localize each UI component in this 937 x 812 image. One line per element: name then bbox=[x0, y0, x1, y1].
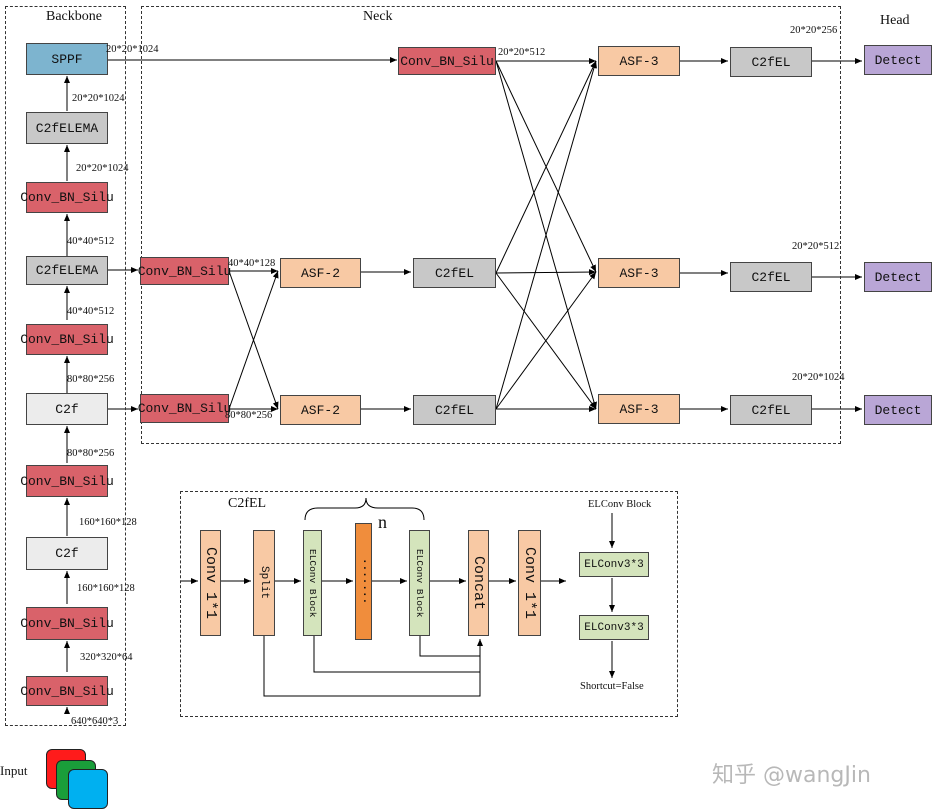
c2fel-title: C2fEL bbox=[228, 496, 267, 511]
input-image-blue-channel bbox=[68, 769, 108, 809]
elconv-block-title: ELConv Block bbox=[588, 499, 652, 510]
conv-bn-silu-block: Conv_BN_Silu bbox=[20, 324, 114, 355]
shortcut-label: Shortcut=False bbox=[580, 681, 644, 692]
c2felema-top-block: C2fELEMA bbox=[26, 112, 108, 144]
asf-3-block: ASF-3 bbox=[598, 258, 680, 288]
neck-conv-bot-block: Conv_BN_Silu bbox=[138, 394, 231, 423]
conv-1x1-label: Conv 1*1 bbox=[521, 546, 538, 619]
conv-1x1-label: Conv 1*1 bbox=[202, 546, 219, 619]
dots-label: ······· bbox=[357, 558, 370, 605]
detect-block: Detect bbox=[864, 395, 932, 425]
c2fel-block: C2fEL bbox=[730, 47, 812, 77]
conv-1x1-block: Conv 1*1 bbox=[518, 530, 541, 636]
elconv-block-label: ELConv Block bbox=[414, 548, 425, 618]
shape-label: 80*80*256 bbox=[225, 410, 273, 421]
c2fel-region bbox=[180, 491, 678, 717]
asf-2-block: ASF-2 bbox=[280, 258, 361, 288]
sppf-block: SPPF bbox=[26, 43, 108, 75]
shape-label: 40*40*128 bbox=[228, 258, 276, 269]
elconv-block-label: ELConv Block bbox=[307, 548, 318, 618]
shape-label: 20*20*1024 bbox=[106, 44, 159, 55]
detect-block: Detect bbox=[864, 262, 932, 292]
elconv3x3-block: ELConv3*3 bbox=[579, 615, 649, 640]
repeated-blocks-placeholder: ······· bbox=[355, 523, 372, 640]
elconv-block: ELConv Block bbox=[303, 530, 322, 636]
neck-title: Neck bbox=[363, 9, 393, 24]
concat-label: Concat bbox=[470, 555, 487, 610]
concat-block: Concat bbox=[468, 530, 489, 636]
c2f-block: C2f bbox=[26, 537, 108, 570]
shape-label: 80*80*256 bbox=[67, 448, 115, 459]
shape-label: 80*80*256 bbox=[67, 374, 115, 385]
shape-label: 160*160*128 bbox=[77, 583, 135, 594]
watermark: 知乎 @wangJin bbox=[712, 763, 871, 788]
asf-3-block: ASF-3 bbox=[598, 394, 680, 424]
shape-label: 20*20*1024 bbox=[76, 163, 129, 174]
backbone-region bbox=[5, 6, 126, 726]
shape-label: 160*160*128 bbox=[79, 517, 137, 528]
conv-bn-silu-block: Conv_BN_Silu bbox=[20, 182, 114, 213]
conv-1x1-block: Conv 1*1 bbox=[200, 530, 221, 636]
c2felema-mid-block: C2fELEMA bbox=[26, 256, 108, 285]
split-label: Split bbox=[258, 566, 270, 600]
shape-label: 640*640*3 bbox=[71, 716, 119, 727]
conv-bn-silu-block: Conv_BN_Silu bbox=[20, 676, 114, 706]
neck-conv-top-block: Conv_BN_Silu bbox=[398, 47, 496, 75]
elconv-block: ELConv Block bbox=[409, 530, 430, 636]
asf-2-block: ASF-2 bbox=[280, 395, 361, 425]
neck-region bbox=[141, 6, 841, 444]
conv-bn-silu-block: Conv_BN_Silu bbox=[20, 465, 114, 497]
shape-label: 40*40*512 bbox=[67, 306, 115, 317]
shape-label: 20*20*256 bbox=[790, 25, 838, 36]
c2f-block: C2f bbox=[26, 393, 108, 425]
input-label: Input bbox=[0, 763, 28, 778]
c2fel-block: C2fEL bbox=[730, 262, 812, 292]
asf-3-block: ASF-3 bbox=[598, 46, 680, 76]
shape-label: 20*20*512 bbox=[792, 241, 840, 252]
head-title: Head bbox=[880, 13, 910, 28]
shape-label: 20*20*512 bbox=[498, 47, 546, 58]
repeat-count-label: n bbox=[378, 512, 387, 532]
elconv3x3-block: ELConv3*3 bbox=[579, 552, 649, 577]
shape-label: 20*20*1024 bbox=[72, 93, 125, 104]
c2fel-block: C2fEL bbox=[413, 395, 496, 425]
split-block: Split bbox=[253, 530, 275, 636]
shape-label: 20*20*1024 bbox=[792, 372, 845, 383]
backbone-title: Backbone bbox=[46, 9, 102, 24]
c2fel-block: C2fEL bbox=[413, 258, 496, 288]
c2fel-block: C2fEL bbox=[730, 395, 812, 425]
shape-label: 320*320*64 bbox=[80, 652, 133, 663]
detect-block: Detect bbox=[864, 45, 932, 75]
neck-conv-mid-block: Conv_BN_Silu bbox=[138, 257, 231, 285]
shape-label: 40*40*512 bbox=[67, 236, 115, 247]
conv-bn-silu-block: Conv_BN_Silu bbox=[20, 607, 114, 640]
